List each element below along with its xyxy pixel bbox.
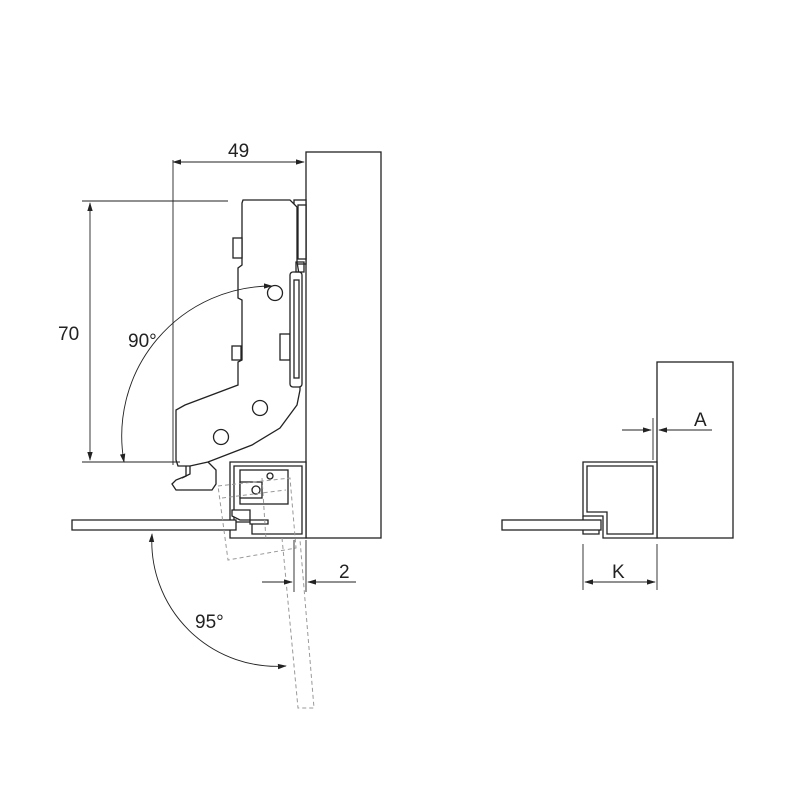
door-closed: [71, 509, 269, 531]
opening-angle-90: 90°: [119, 283, 273, 463]
cabinet-side-panel: [305, 151, 382, 539]
open-angle-label: 90°: [128, 331, 157, 352]
profile-door-panel: [501, 519, 602, 531]
dimension-profile: K: [582, 544, 658, 590]
dimension-gap: 2: [262, 540, 356, 592]
width-label: 49: [228, 141, 249, 162]
height-label: 70: [58, 324, 79, 345]
hinge-body: [175, 199, 301, 467]
dimension-overlay: A: [622, 410, 712, 460]
overlay-label: A: [694, 410, 707, 431]
hinge-arm-slider: [289, 261, 305, 388]
gap-label: 2: [339, 562, 350, 583]
profile-side-panel: [656, 361, 734, 539]
hinge-hook: [171, 461, 217, 491]
opening-angle-95: 95°: [148, 533, 287, 670]
door-angle-label: 95°: [195, 612, 224, 633]
door-open-ghost: [217, 477, 315, 709]
profile-label: K: [612, 562, 625, 583]
